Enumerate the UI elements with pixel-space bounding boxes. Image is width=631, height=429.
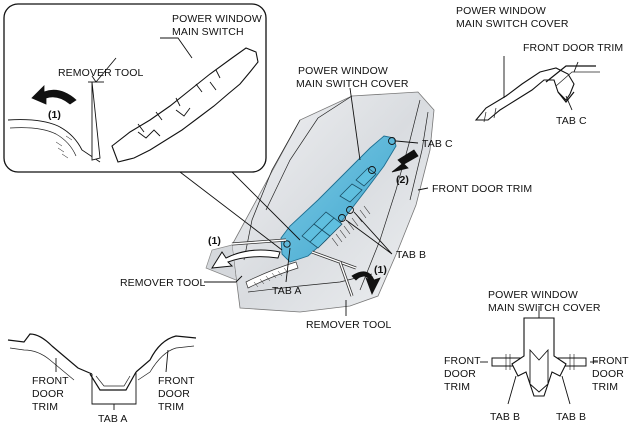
bl-trim-right-2: DOOR: [158, 388, 190, 400]
br-trim-left-2: DOOR: [444, 368, 476, 380]
bl-trim-right-1: FRONT: [158, 375, 195, 387]
tab-c-detail: [474, 56, 600, 123]
tab-circle-icon: [346, 206, 354, 214]
front-door-trim-label-main: FRONT DOOR TRIM: [432, 183, 532, 195]
inset-main-switch-label-2: MAIN SWITCH: [172, 26, 244, 38]
tr-tab-c-label: TAB C: [556, 115, 587, 127]
br-cover-label-1: POWER WINDOW: [488, 289, 578, 301]
push-arrow-icon: [391, 149, 419, 173]
step-1-label-left: (1): [208, 235, 221, 247]
tab-circle-icon: [368, 166, 376, 174]
curved-arrow-icon: [31, 85, 77, 105]
curved-arrow-icon: [211, 249, 281, 269]
br-cover-label-2: MAIN SWITCH COVER: [488, 302, 601, 314]
remover-tool-left: [231, 238, 299, 289]
cover-leader-line: [349, 87, 361, 161]
inset-step-1-label: (1): [48, 109, 61, 121]
br-trim-right-3: TRIM: [592, 381, 618, 393]
bl-trim-left-3: TRIM: [32, 401, 58, 413]
power-window-main-switch-cover: [280, 135, 397, 263]
bl-trim-left-2: DOOR: [32, 388, 64, 400]
remover-tool-label-bottom: REMOVER TOOL: [306, 319, 391, 331]
inset-main-switch-label-1: POWER WINDOW: [172, 13, 262, 25]
br-trim-right-1: FRONT: [592, 355, 629, 367]
remover-tool-right: [311, 250, 357, 297]
step-2-label: (2): [396, 174, 409, 186]
tr-cover-label-2: MAIN SWITCH COVER: [456, 18, 569, 30]
tab-b-detail: [480, 306, 598, 405]
inset-callout: [3, 3, 301, 251]
tr-front-door-trim-label: FRONT DOOR TRIM: [523, 42, 623, 54]
br-trim-left-1: FRONT: [444, 355, 481, 367]
bl-trim-right-3: TRIM: [158, 401, 184, 413]
curved-arrow-icon: [351, 271, 381, 295]
br-trim-right-2: DOOR: [592, 368, 624, 380]
tab-a-label-main: TAB A: [272, 285, 301, 297]
tab-circle-icon: [388, 137, 396, 145]
tab-circle-icon: [283, 240, 291, 248]
tab-c-label: TAB C: [422, 138, 453, 150]
tab-a-detail: [7, 333, 197, 410]
br-tab-b-label-right: TAB B: [556, 411, 586, 423]
tab-b-label-main: TAB B: [396, 249, 426, 261]
inset-remover-tool-label: REMOVER TOOL: [58, 67, 143, 79]
main-cover-label-2: MAIN SWITCH COVER: [296, 78, 409, 90]
tr-cover-label-1: POWER WINDOW: [456, 5, 546, 17]
remover-tool-label-left: REMOVER TOOL: [120, 277, 205, 289]
br-trim-left-3: TRIM: [444, 381, 470, 393]
step-1-label-right: (1): [374, 264, 387, 276]
br-tab-b-label-left: TAB B: [490, 411, 520, 423]
main-cover-label-1: POWER WINDOW: [298, 65, 388, 77]
bl-tab-a-label: TAB A: [98, 413, 127, 425]
tab-circle-icon: [338, 214, 346, 222]
switch-buttons: [301, 167, 377, 249]
bl-trim-left-1: FRONT: [32, 375, 69, 387]
